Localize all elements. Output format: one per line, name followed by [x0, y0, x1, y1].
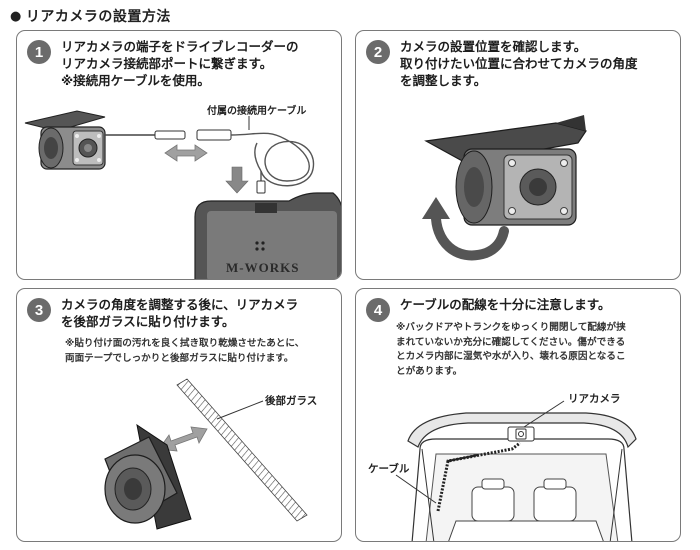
step-4-panel: 4 ケーブルの配線を十分に注意します。 ※バックドアやトランクをゆっくり開閉して…: [355, 288, 681, 542]
step-1-heading: リアカメラの端子をドライブレコーダーの リアカメラ接続部ポートに繋ぎます。 ※接…: [61, 39, 299, 88]
step-2-illustration: [422, 115, 587, 261]
step-3-illustration: [104, 378, 308, 530]
step-4-illustration: [395, 400, 637, 541]
camera-mount-illustration: [104, 423, 192, 530]
rotate-arrow-icon: [422, 197, 509, 261]
step-2-number: 2: [366, 40, 390, 64]
step-3-heading: カメラの角度を調整する後に、リアカメラ を後部ガラスに貼り付けます。: [61, 297, 299, 329]
step-4-note: ※バックドアやトランクをゆっくり開閉して配線が挟 まれていないか充分に確認してく…: [396, 322, 626, 377]
step-1-cable-label: 付属の接続用ケーブル: [207, 106, 307, 117]
attach-arrow-icon: [158, 426, 208, 452]
step-3-note: ※貼り付け面の汚れを良く拭き取り乾燥させたあとに、 両面テープでしっかりと後部ガ…: [65, 338, 305, 364]
rear-glass-label: 後部ガラス: [265, 395, 318, 407]
cable-label: ケーブル: [368, 463, 410, 475]
step-4-number: 4: [366, 298, 390, 322]
title-text: リアカメラの設置方法: [25, 9, 171, 25]
step-1-panel: 1 リアカメラの端子をドライブレコーダーの リアカメラ接続部ポートに繋ぎます。 …: [16, 30, 342, 280]
rear-camera-label: リアカメラ: [568, 393, 621, 405]
step-3-panel: 3 カメラの角度を調整する後に、リアカメラ を後部ガラスに貼り付けます。 ※貼り…: [16, 288, 342, 542]
rear-camera-illustration: [24, 110, 106, 170]
step-2-panel: 2 カメラの設置位置を確認します。 取り付けたい位置に合わせてカメラの角度 を調…: [355, 30, 681, 280]
down-arrow-icon: [225, 166, 249, 194]
rear-glass-illustration: [176, 378, 308, 522]
car-rear-illustration: [407, 412, 637, 541]
dashcam-device-illustration: [194, 192, 341, 279]
device-brand-label: M-WORKS: [226, 260, 300, 275]
rear-camera-large-illustration: [424, 115, 587, 226]
page-title: ● リアカメラの設置方法: [10, 6, 171, 26]
connect-arrow-icon: [164, 144, 208, 162]
title-bullet: ●: [10, 8, 22, 24]
step-1-illustration: [24, 110, 341, 279]
step-1-number: 1: [27, 40, 51, 64]
step-2-heading: カメラの設置位置を確認します。 取り付けたい位置に合わせてカメラの角度 を調整し…: [400, 39, 638, 88]
step-4-heading: ケーブルの配線を十分に注意します。: [400, 297, 611, 312]
step-3-number: 3: [27, 298, 51, 322]
